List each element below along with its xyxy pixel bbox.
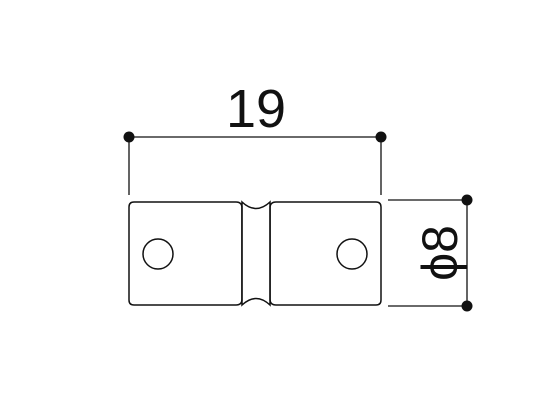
length-label: 19 [226,79,286,139]
diameter-terminator-top [461,194,473,206]
length-terminator-left [123,131,135,143]
hole-right [336,238,368,270]
hole-left [142,238,174,270]
length-terminator-right [375,131,387,143]
part-outline [128,200,382,307]
diameter-label: ϕ8 [412,225,468,281]
diameter-dimension: ϕ8 [388,194,473,312]
length-dimension: 19 [123,79,387,195]
part-neck [241,200,271,307]
diameter-terminator-bottom [461,300,473,312]
